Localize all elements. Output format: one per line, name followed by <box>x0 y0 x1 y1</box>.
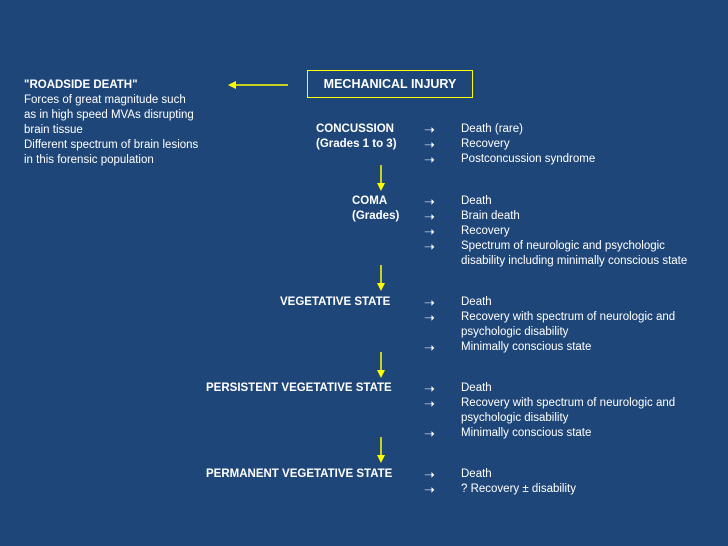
right-arrow-icon: ➝ <box>424 224 435 239</box>
outcome-item: Recovery with spectrum of neurologic and <box>461 397 676 409</box>
right-arrow-icon: ➝ <box>424 310 435 325</box>
stage-persistent-vegetative-state-label: PERSISTENT VEGETATIVE STATE <box>206 381 392 396</box>
right-arrow-icon: ➝ <box>424 467 435 482</box>
right-arrow-icon: ➝ <box>424 209 435 224</box>
concussion-outcome-arrows: ➝ ➝ ➝ <box>424 122 435 167</box>
mechanical-injury-label: MECHANICAL INJURY <box>323 77 457 91</box>
permanent-outcomes: Death ? Recovery ± disability <box>461 467 576 497</box>
stage-vegetative-state-label: VEGETATIVE STATE <box>280 295 390 310</box>
right-arrow-icon: ➝ <box>424 426 435 441</box>
outcome-item: ? Recovery ± disability <box>461 483 576 495</box>
outcome-item: Recovery <box>461 138 510 150</box>
outcome-item: psychologic disability <box>461 412 569 424</box>
stage-permanent-vegetative-state-label: PERMANENT VEGETATIVE STATE <box>206 467 392 482</box>
vegetative-outcomes: Death Recovery with spectrum of neurolog… <box>461 295 675 355</box>
outcome-item: Minimally conscious state <box>461 427 592 439</box>
stage-label-line: (Grades) <box>352 210 400 222</box>
note-line: as in high speed MVAs disrupting <box>24 109 194 121</box>
stage-label-line: PERMANENT VEGETATIVE STATE <box>206 468 393 480</box>
right-arrow-icon: ➝ <box>424 396 435 411</box>
right-arrow-icon: ➝ <box>424 295 435 310</box>
right-arrow-icon: ➝ <box>424 340 435 355</box>
outcome-item: Brain death <box>461 210 520 222</box>
note-line: in this forensic population <box>24 154 154 166</box>
concussion-outcomes: Death (rare) Recovery Postconcussion syn… <box>461 122 595 167</box>
right-arrow-icon: ➝ <box>424 194 435 209</box>
outcome-item: Recovery <box>461 225 510 237</box>
right-arrow-icon: ➝ <box>424 239 435 254</box>
stage-label-line: (Grades 1 to 3) <box>316 138 397 150</box>
right-arrow-icon: ➝ <box>424 152 435 167</box>
stage-label-line: COMA <box>352 195 388 207</box>
note-line: brain tissue <box>24 124 83 136</box>
right-arrow-icon: ➝ <box>424 122 435 137</box>
right-arrow-icon: ➝ <box>424 137 435 152</box>
stage-concussion-label: CONCUSSION (Grades 1 to 3) <box>316 122 397 152</box>
outcome-item: Death <box>461 195 492 207</box>
outcome-item: psychologic disability <box>461 326 569 338</box>
permanent-outcome-arrows: ➝ ➝ <box>424 467 435 497</box>
right-arrow-icon: ➝ <box>424 482 435 497</box>
persistent-outcomes: Death Recovery with spectrum of neurolog… <box>461 381 675 441</box>
persistent-outcome-arrows: ➝ ➝ ➝ <box>424 381 435 441</box>
stage-label-line: VEGETATIVE STATE <box>280 296 391 308</box>
roadside-death-title: "ROADSIDE DEATH" <box>24 79 138 91</box>
outcome-item: Death <box>461 296 492 308</box>
vegetative-outcome-arrows: ➝ ➝ ➝ <box>424 295 435 355</box>
outcome-item: Postconcussion syndrome <box>461 153 596 165</box>
outcome-item: Death <box>461 468 492 480</box>
stage-coma-label: COMA (Grades) <box>352 194 399 224</box>
roadside-death-note: "ROADSIDE DEATH" Forces of great magnitu… <box>24 78 198 168</box>
outcome-item: Spectrum of neurologic and psychologic <box>461 240 665 252</box>
right-arrow-icon: ➝ <box>424 381 435 396</box>
note-line: Different spectrum of brain lesions <box>24 139 199 151</box>
outcome-item: Minimally conscious state <box>461 341 592 353</box>
outcome-item: Recovery with spectrum of neurologic and <box>461 311 676 323</box>
outcome-item: Death (rare) <box>461 123 523 135</box>
mechanical-injury-box: MECHANICAL INJURY <box>307 70 473 98</box>
note-line: Forces of great magnitude such <box>24 94 186 106</box>
coma-outcome-arrows: ➝ ➝ ➝ ➝ <box>424 194 435 254</box>
coma-outcomes: Death Brain death Recovery Spectrum of n… <box>461 194 687 269</box>
outcome-item: Death <box>461 382 492 394</box>
outcome-item: disability including minimally conscious… <box>461 255 688 267</box>
stage-label-line: PERSISTENT VEGETATIVE STATE <box>206 382 392 394</box>
stage-label-line: CONCUSSION <box>316 123 394 135</box>
